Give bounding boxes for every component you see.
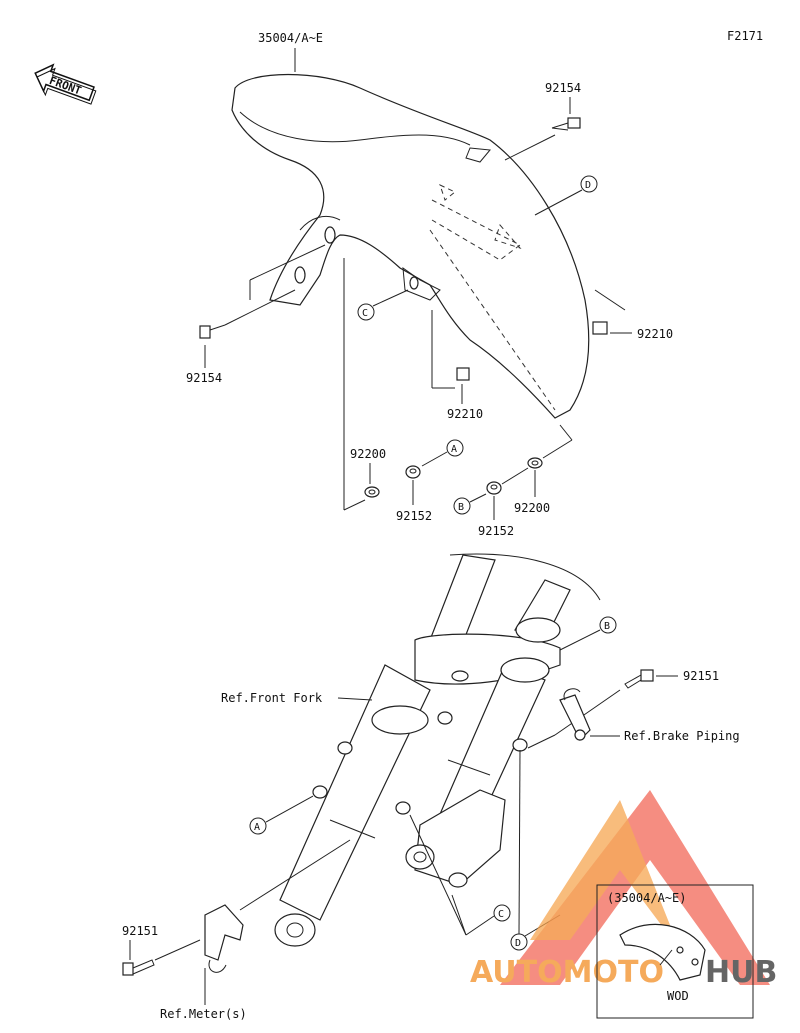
- bolt-top[interactable]: [551, 117, 581, 131]
- callout-d-top: D: [580, 175, 598, 193]
- watermark-text-left: AUTOMOTO: [470, 955, 664, 990]
- bolt-left[interactable]: [199, 324, 226, 339]
- svg-text:A: A: [254, 822, 260, 833]
- bolt-fork-left[interactable]: [122, 959, 155, 976]
- nut-right[interactable]: [486, 481, 502, 495]
- washer-right-label: 92200: [514, 501, 550, 515]
- svg-text:B: B: [604, 621, 610, 632]
- clip-mid[interactable]: [456, 367, 470, 381]
- meter-bracket[interactable]: [204, 904, 244, 973]
- figure-code: F2171: [727, 29, 763, 43]
- callout-b-fork: B: [599, 616, 617, 634]
- ref-front-fork-label: Ref.Front Fork: [221, 691, 323, 705]
- svg-text:D: D: [585, 180, 591, 191]
- brake-piping-bracket[interactable]: [559, 688, 591, 742]
- clip-right-label: 92210: [637, 327, 673, 341]
- svg-text:B: B: [458, 502, 464, 513]
- callout-b-top: B: [453, 497, 471, 515]
- front-arrow-icon: FRONT: [34, 63, 97, 105]
- clip-right[interactable]: [592, 321, 608, 335]
- automotohub-watermark: AUTOMOTO HUB: [470, 790, 777, 990]
- clip-mid-label: 92210: [447, 407, 483, 421]
- inset-box: (35004/A~E) WOD: [596, 884, 754, 1019]
- watermark-text-right: HUB: [705, 955, 777, 990]
- svg-text:C: C: [362, 308, 368, 319]
- nut-right-label: 92152: [478, 524, 514, 538]
- callout-c-fork: C: [493, 904, 511, 922]
- ref-brake-piping-label: Ref.Brake Piping: [624, 729, 740, 743]
- svg-text:D: D: [515, 938, 521, 949]
- washer-left[interactable]: [364, 486, 380, 498]
- bolt-fork-right-label: 92151: [683, 669, 719, 683]
- inset-title: (35004/A~E): [607, 891, 686, 905]
- washer-right[interactable]: [527, 457, 543, 469]
- inset-caption: WOD: [667, 989, 689, 1003]
- front-fender[interactable]: [231, 73, 590, 419]
- svg-text:C: C: [498, 909, 504, 920]
- washer-left-label: 92200: [350, 447, 386, 461]
- callout-a-top: A: [446, 439, 464, 457]
- bolt-fork-left-label: 92151: [122, 924, 158, 938]
- bolt-top-label: 92154: [545, 81, 581, 95]
- callout-c-top: C: [357, 303, 375, 321]
- bolt-left-label: 92154: [186, 371, 222, 385]
- callout-d-fork: D: [510, 933, 528, 951]
- front-fork[interactable]: [274, 553, 601, 947]
- nut-left-label: 92152: [396, 509, 432, 523]
- nut-left[interactable]: [405, 465, 421, 479]
- svg-text:A: A: [451, 444, 457, 455]
- ref-meter-label: Ref.Meter(s): [160, 1007, 247, 1021]
- callout-a-fork: A: [249, 817, 267, 835]
- bolt-fork-right[interactable]: [624, 669, 654, 689]
- fender-part-label: 35004/A~E: [258, 31, 323, 45]
